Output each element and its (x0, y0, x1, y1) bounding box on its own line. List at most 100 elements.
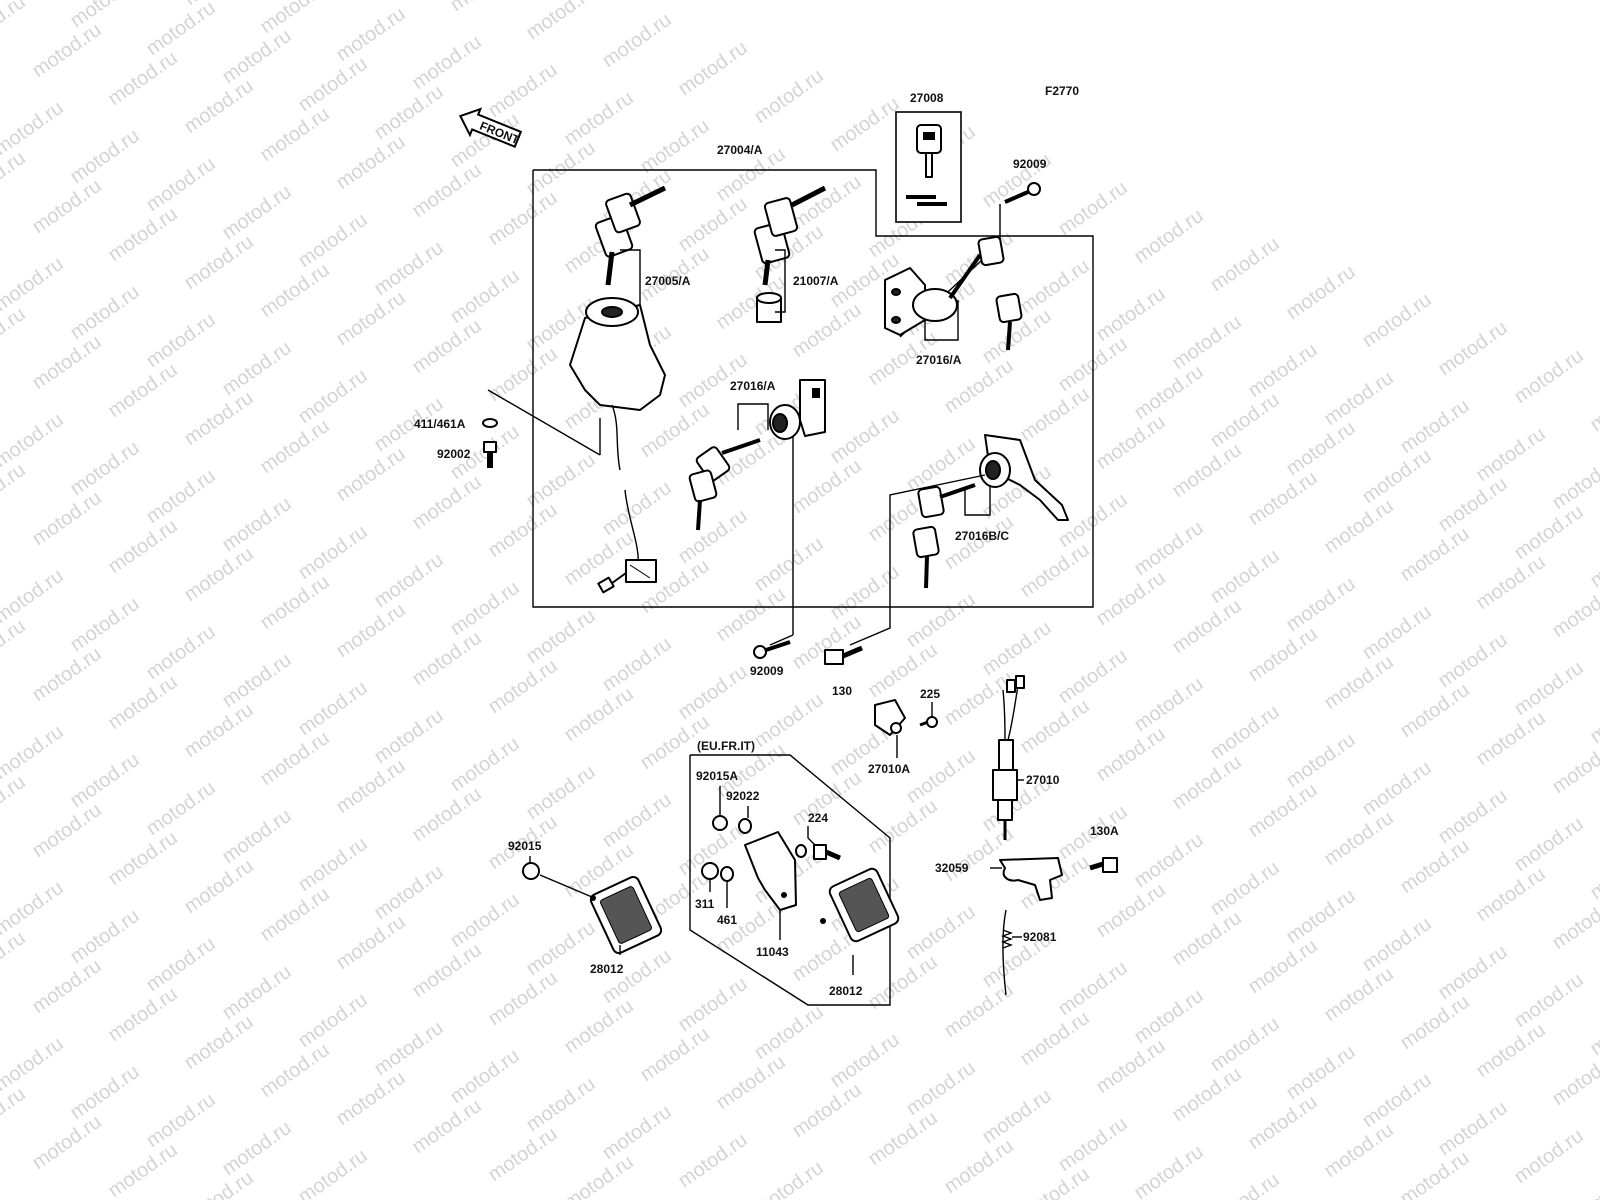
label-92022: 92022 (726, 789, 760, 803)
bracket-11043 (744, 831, 797, 911)
watermark-text: motod.ru (142, 465, 219, 528)
lock-27016bc (912, 434, 1069, 589)
watermark-text: motod.ru (294, 521, 371, 584)
watermark-text: motod.ru (750, 1001, 827, 1064)
helmet-lock-27016a (688, 379, 826, 531)
label-27016a-right: 27016/A (916, 353, 962, 367)
watermark-text: motod.ru (256, 0, 333, 38)
watermark-text: motod.ru (1586, 841, 1600, 904)
watermark-text: motod.ru (1130, 985, 1207, 1048)
watermark-text: motod.ru (788, 455, 865, 518)
watermark-text: motod.ru (294, 53, 371, 116)
watermark-text: motod.ru (940, 667, 1017, 730)
group-frame-27004a (532, 169, 1094, 608)
watermark-text: motod.ru (674, 661, 751, 724)
watermark-text: motod.ru (142, 309, 219, 372)
label-28012-left: 28012 (590, 962, 624, 976)
watermark-text: motod.ru (1358, 757, 1435, 820)
watermark-text: motod.ru (1586, 685, 1600, 748)
watermark-text: motod.ru (218, 25, 295, 88)
watermark-text: motod.ru (256, 727, 333, 790)
watermark-text: motod.ru (408, 627, 485, 690)
watermark-text: motod.ru (1054, 957, 1131, 1020)
watermark-text: motod.ru (104, 671, 181, 734)
watermark-text: motod.ru (332, 287, 409, 350)
watermark-text: motod.ru (256, 571, 333, 634)
watermark-text: motod.ru (1092, 879, 1169, 942)
watermark-text: motod.ru (1282, 261, 1359, 324)
watermark-text: motod.ru (1396, 679, 1473, 742)
figure-code: F2770 (1045, 84, 1079, 98)
watermark-text: motod.ru (370, 861, 447, 924)
watermark-text: motod.ru (902, 901, 979, 964)
watermark-text: motod.ru (1320, 1119, 1397, 1182)
watermark-text: motod.ru (750, 1157, 827, 1200)
screw-92009-bottom (753, 640, 791, 659)
watermark-text: motod.ru (256, 103, 333, 166)
watermark-text: motod.ru (636, 399, 713, 462)
watermark-text: motod.ru (1434, 473, 1511, 536)
watermark-text: motod.ru (256, 1039, 333, 1102)
watermark-text: motod.ru (28, 487, 105, 550)
watermark-text: motod.ru (1358, 445, 1435, 508)
watermark-text: motod.ru (636, 1023, 713, 1086)
watermark-text: motod.ru (66, 281, 143, 344)
watermark-text: motod.ru (142, 621, 219, 684)
washer-92022 (738, 818, 752, 834)
watermark-text: motod.ru (636, 115, 713, 178)
watermark-text: motod.ru (826, 405, 903, 468)
watermark-text: motod.ru (0, 0, 30, 54)
watermark-text: motod.ru (1168, 311, 1245, 374)
watermark-text: motod.ru (0, 615, 30, 678)
watermark-text: motod.ru (1510, 969, 1587, 1032)
watermark-text: motod.ru (1244, 779, 1321, 842)
watermark-text: motod.ru (28, 799, 105, 862)
watermark-text: motod.ru (1282, 729, 1359, 792)
watermark-text: motod.ru (484, 343, 561, 406)
watermark-text: motod.ru (256, 415, 333, 478)
watermark-text: motod.ru (1244, 1091, 1321, 1154)
watermark-text: motod.ru (1130, 361, 1207, 424)
watermark-text: motod.ru (408, 939, 485, 1002)
watermark-text: motod.ru (1472, 1019, 1549, 1082)
watermark-text: motod.ru (1434, 317, 1511, 380)
watermark-text: motod.ru (1510, 1125, 1587, 1188)
watermark-text: motod.ru (142, 777, 219, 840)
watermark-text: motod.ru (1510, 501, 1587, 564)
watermark-text: motod.ru (1358, 289, 1435, 352)
watermark-text: motod.ru (66, 125, 143, 188)
watermark-text: motod.ru (864, 1107, 941, 1170)
watermark-text: motod.ru (256, 259, 333, 322)
watermark-text: motod.ru (28, 19, 105, 82)
watermark-text: motod.ru (484, 499, 561, 562)
watermark-text: motod.ru (408, 159, 485, 222)
watermark-text: motod.ru (66, 905, 143, 968)
watermark-text: motod.ru (484, 1123, 561, 1186)
watermark-text: motod.ru (1092, 1035, 1169, 1098)
label-92015a: 92015A (696, 769, 738, 783)
ignition-switch (569, 297, 666, 594)
watermark-text: motod.ru (1092, 411, 1169, 474)
switch-27010 (992, 675, 1025, 840)
switch-27010a (874, 699, 938, 736)
watermark-text: motod.ru (180, 387, 257, 450)
watermark-text: motod.ru (332, 3, 409, 66)
label-27010a: 27010A (868, 762, 910, 776)
watermark-text: motod.ru (1282, 573, 1359, 636)
watermark-text: motod.ru (294, 365, 371, 428)
watermark-text: motod.ru (180, 855, 257, 918)
watermark-text: motod.ru (522, 605, 599, 668)
watermark-text: motod.ru (1168, 595, 1245, 658)
label-311: 311 (695, 897, 715, 911)
spring-92081 (1001, 909, 1013, 996)
watermark-text: motod.ru (1434, 941, 1511, 1004)
watermark-text: motod.ru (294, 209, 371, 272)
label-411-461a: 411/461A (414, 417, 466, 431)
watermark-text: motod.ru (218, 181, 295, 244)
bolt-130a (1089, 857, 1118, 873)
watermark-text: motod.ru (1586, 529, 1600, 592)
watermark-text: motod.ru (142, 933, 219, 996)
watermark-text: motod.ru (142, 1089, 219, 1152)
nut-92015 (522, 862, 540, 880)
